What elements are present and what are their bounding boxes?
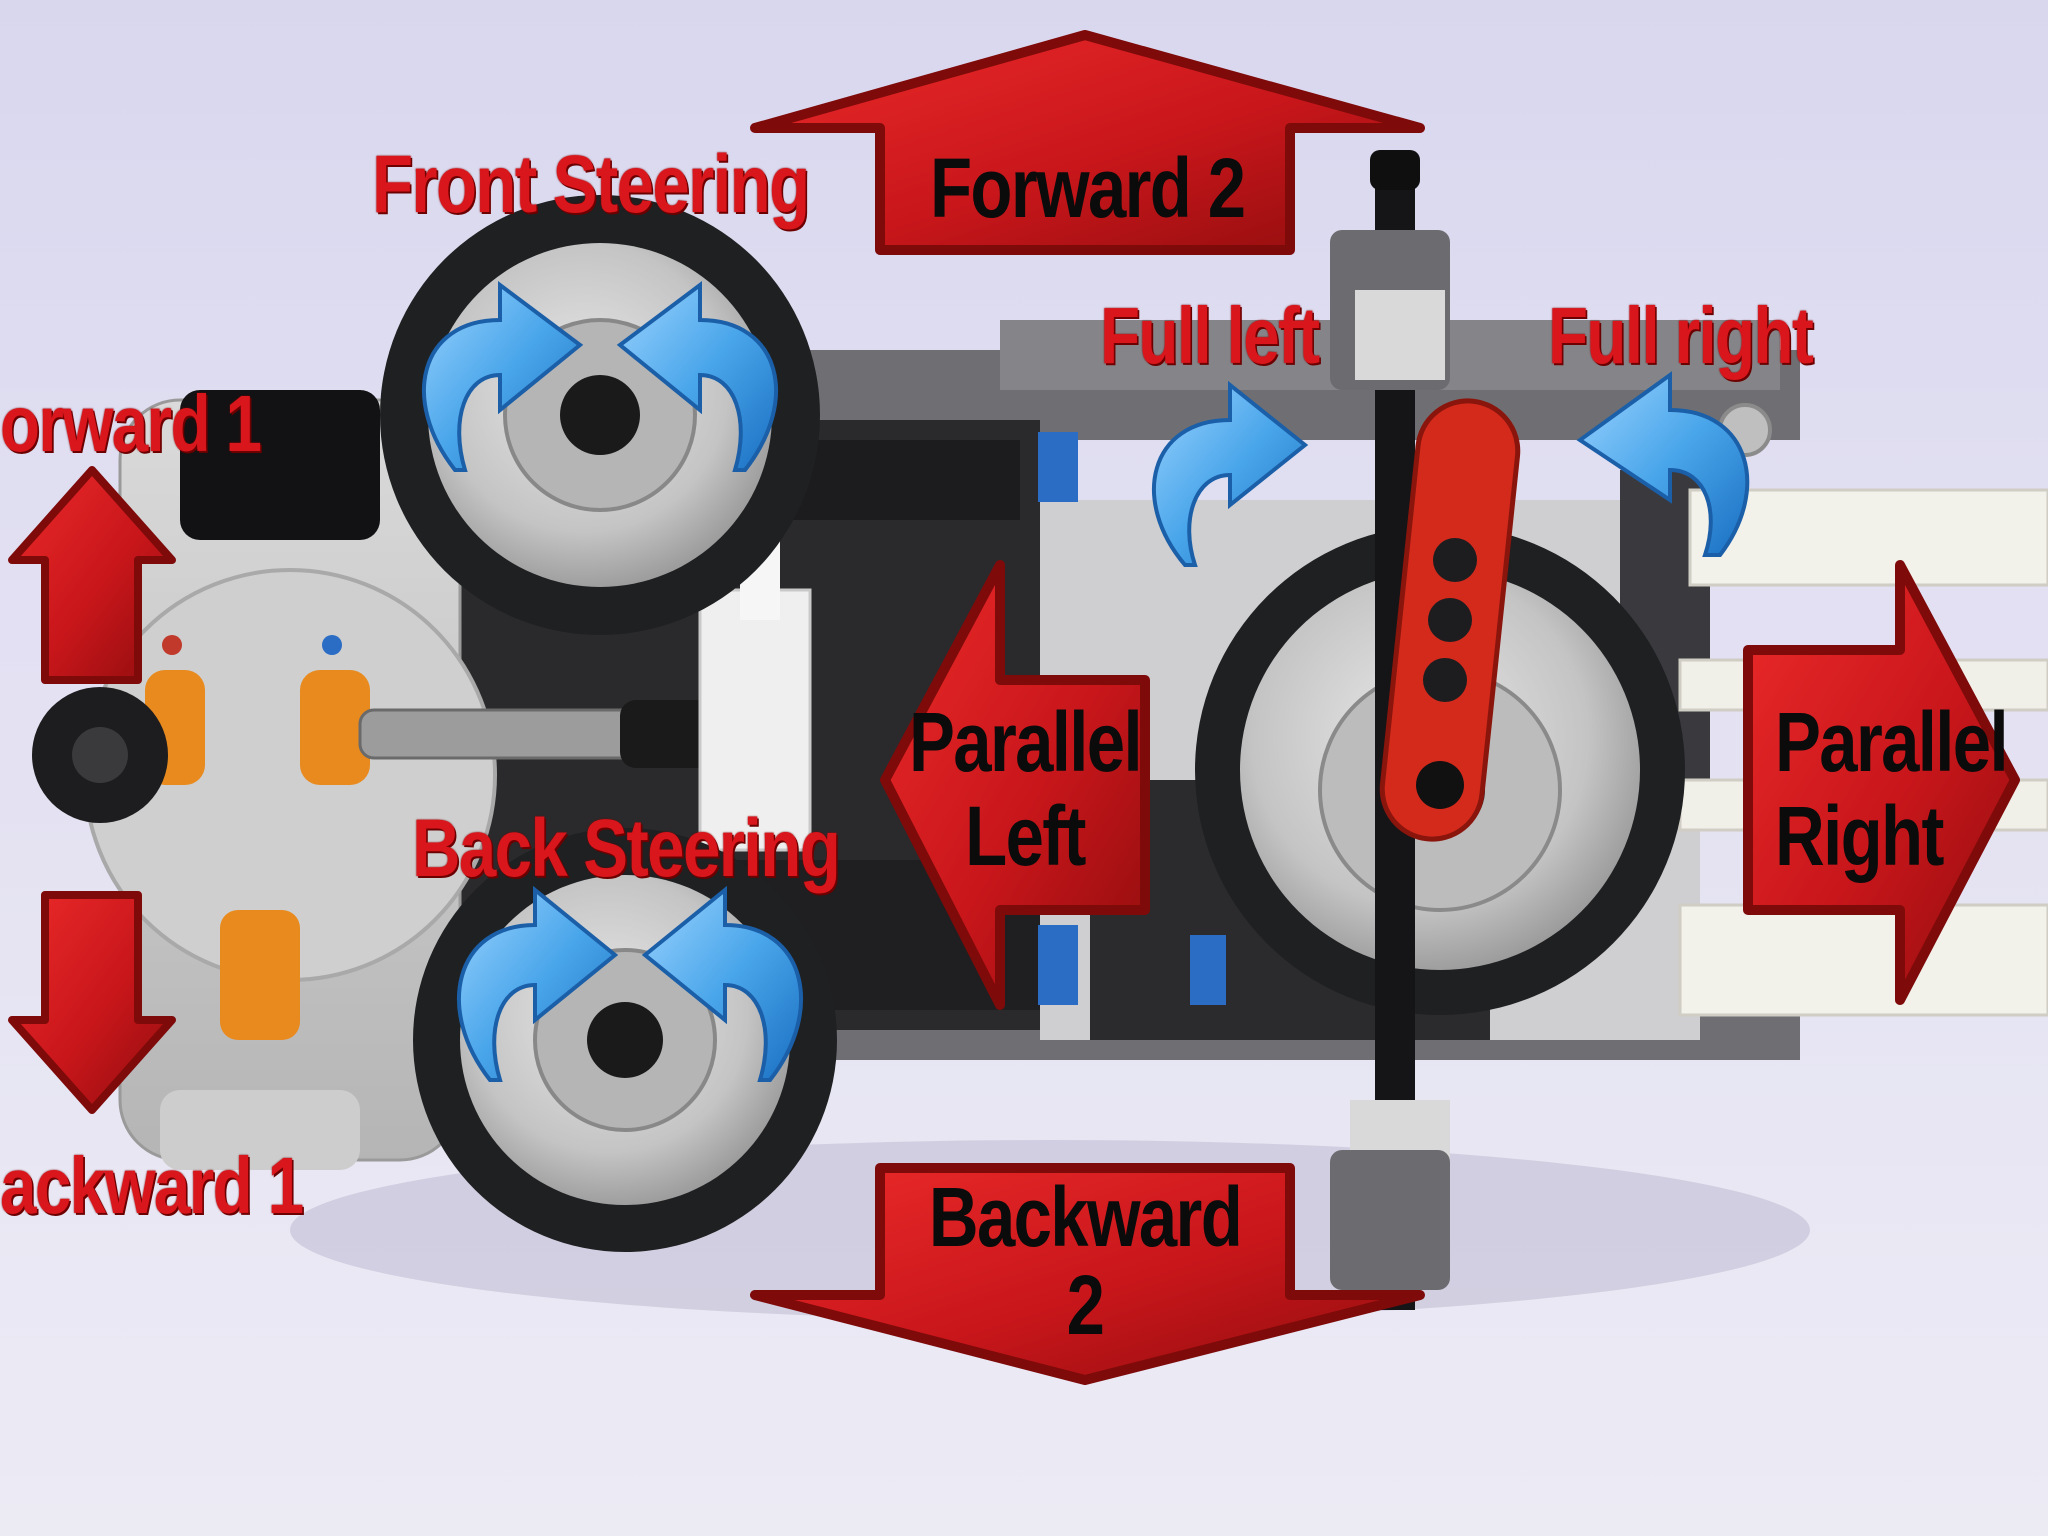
front-steer-right-arrow [616,281,779,472]
full-left-arrow [1151,380,1309,567]
back-steer-right-arrow [641,885,803,1082]
forward-1-label: orward 1 [0,379,262,468]
backward-2-label-line1: Backward [928,1170,1243,1264]
ir-receiver [32,390,742,1170]
parallel-right-label-line1: Parallel [1775,695,2009,789]
forward-2-arrow [750,30,1425,255]
full-left-label: Full left [1100,291,1320,380]
back-steer-left-arrow [457,885,619,1082]
parallel-left-arrow [880,560,1150,1010]
parallel-right-label-line2: Right [1775,789,1944,883]
forward-1-arrow [8,466,176,684]
back-steering-label: Back Steering [412,803,841,894]
parallel-left-label-line2: Left [965,789,1086,883]
backward-1-label: ackward 1 [0,1141,304,1230]
backward-2-label-line2: 2 [1066,1258,1105,1352]
red-liftarm [1379,398,1521,842]
full-right-arrow [1576,371,1750,557]
parallel-right-label: Parallel Right [1775,695,2009,883]
backward-1-arrow [8,891,176,1114]
front-steer-left-arrow [421,281,584,472]
center-white-bracket [698,540,812,852]
parallel-right-arrow [1743,560,2020,1005]
backward-2-arrow [750,1163,1425,1385]
full-right-label: Full right [1548,291,1814,380]
backward-2-label: Backward 2 [917,1175,1253,1347]
forward-2-label: Forward 2 [930,141,1246,235]
parallel-left-label-line1: Parallel [909,695,1143,789]
blue-pins [1038,432,1226,1005]
parallel-left-label: Parallel Left [906,700,1144,878]
front-steering-label: Front Steering [372,139,810,230]
